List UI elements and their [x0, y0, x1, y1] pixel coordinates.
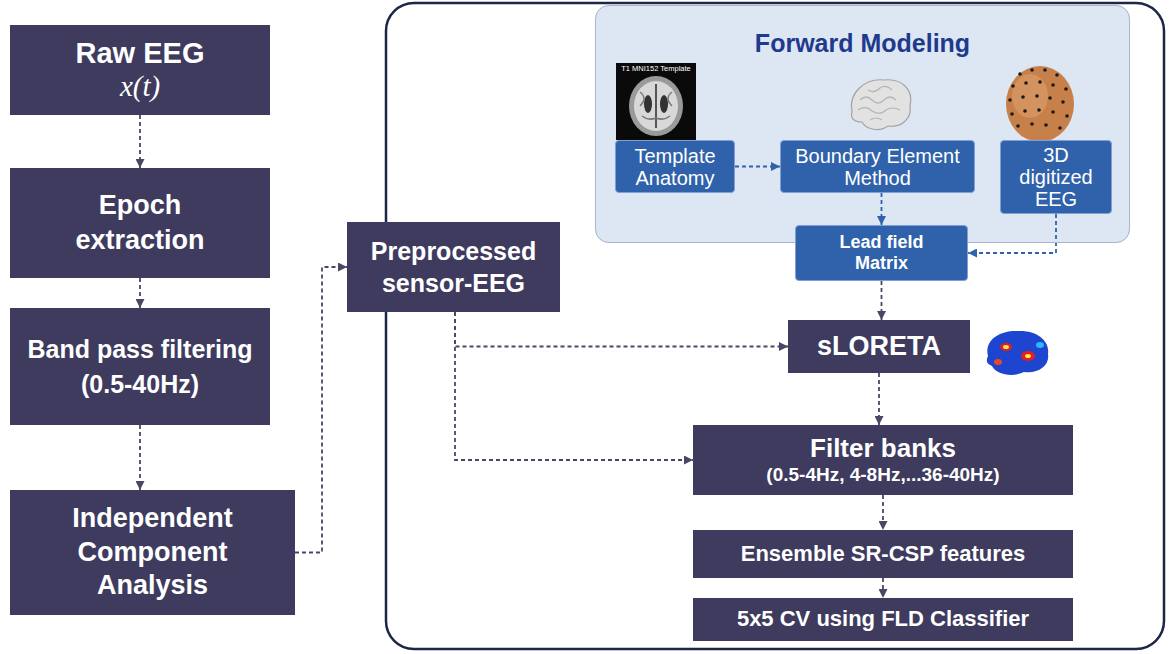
dashed-arrow: [882, 495, 884, 530]
box-label: Filter banks: [810, 433, 956, 464]
box-sublabel: x(t): [120, 70, 160, 103]
process-box: 3D digitized EEG: [1000, 140, 1112, 214]
process-box: Boundary Element Method: [780, 140, 975, 193]
process-box: Preprocessed sensor-EEG: [347, 222, 560, 312]
process-box: Epoch extraction: [10, 168, 270, 278]
dashed-arrow: [455, 312, 788, 347]
mri-image: [616, 63, 696, 140]
dashed-arrow: [882, 578, 884, 598]
process-box: Filter banks(0.5-4Hz, 4-8Hz,...36-40Hz): [693, 425, 1073, 495]
process-box: Independent Component Analysis: [10, 490, 295, 615]
panel-title: Forward Modeling: [606, 28, 1119, 58]
box-sublabel: (0.5-4Hz, 4-8Hz,...36-40Hz): [766, 464, 999, 487]
box-label: Lead field Matrix: [826, 232, 937, 273]
box-label: Raw EEG: [76, 37, 205, 70]
process-box: Raw EEGx(t): [10, 25, 270, 115]
box-label: Boundary Element Method: [789, 145, 966, 189]
box-label: Band pass filtering (0.5-40Hz): [18, 332, 262, 402]
dashed-arrow: [295, 267, 347, 553]
box-label: Preprocessed sensor-EEG: [357, 235, 550, 300]
box-label: Independent Component Analysis: [20, 502, 285, 603]
process-box: sLORETA: [788, 320, 970, 373]
box-label: 3D digitized EEG: [1009, 144, 1103, 210]
box-label: Ensemble SR-CSP features: [741, 541, 1025, 567]
pipeline-outline: [386, 3, 1164, 649]
process-box: Band pass filtering (0.5-40Hz): [10, 308, 270, 425]
group-panel: Forward ModelingTemplate Anatomy Boundary…: [595, 5, 1130, 243]
process-box: 5x5 CV using FLD Classifier: [693, 598, 1073, 641]
box-label: Template Anatomy: [622, 145, 728, 189]
panel-fill: [595, 5, 1130, 243]
dashed-arrow: [881, 281, 883, 320]
process-box: Template Anatomy: [615, 140, 735, 193]
dashed-arrow: [735, 166, 780, 168]
box-label: sLORETA: [817, 330, 941, 362]
box-label: Epoch extraction: [36, 188, 244, 258]
brain-image: [851, 80, 910, 130]
image-caption: T1 MNI152 Template: [616, 65, 696, 73]
dashed-arrow: [878, 373, 880, 425]
source-map-image: [987, 331, 1048, 375]
head-image: [1006, 66, 1074, 142]
dashed-arrow: [139, 278, 141, 308]
dashed-arrow: [139, 425, 141, 490]
process-box: Ensemble SR-CSP features: [693, 530, 1073, 578]
dashed-arrow: [881, 193, 883, 225]
box-label: 5x5 CV using FLD Classifier: [737, 606, 1029, 632]
dashed-arrow: [139, 115, 141, 168]
dashed-arrow: [968, 214, 1056, 253]
process-box: Lead field Matrix: [795, 225, 968, 281]
dashed-arrow: [455, 312, 693, 460]
